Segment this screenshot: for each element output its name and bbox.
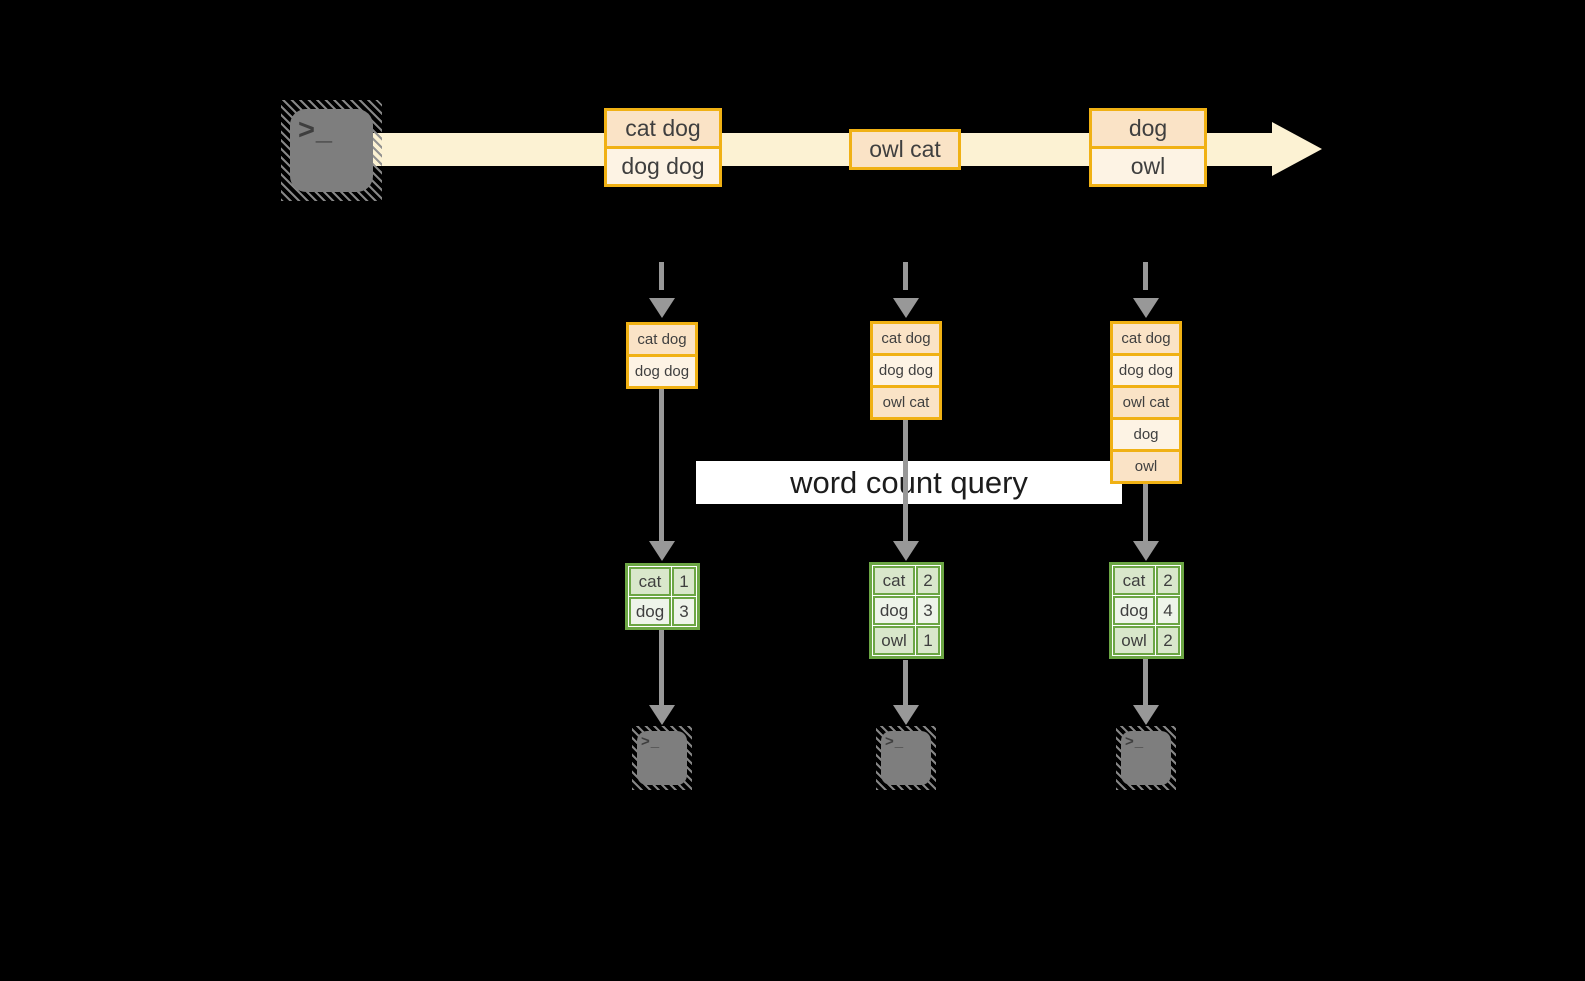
terminal-body — [881, 731, 931, 785]
count-word: dog — [629, 597, 671, 626]
input-state-box-2: cat dog dog dog owl cat — [870, 321, 942, 420]
sink-terminal-icon: >_ — [1116, 726, 1176, 790]
stream-arrowhead-icon — [1272, 122, 1322, 176]
state-line: cat dog — [1110, 321, 1182, 356]
result-arrow — [649, 630, 675, 725]
state-line: cat dog — [870, 321, 942, 356]
terminal-body — [290, 109, 373, 192]
prompt-glyph: >_ — [885, 733, 905, 750]
count-value: 2 — [1156, 566, 1180, 595]
count-value: 4 — [1156, 596, 1180, 625]
state-line: dog dog — [1110, 353, 1182, 388]
stream-event-line: owl — [1089, 146, 1207, 187]
prompt-glyph: >_ — [298, 114, 334, 146]
count-value: 3 — [672, 597, 696, 626]
query-arrow — [1133, 482, 1159, 561]
ingest-arrow-dashed — [1133, 260, 1159, 320]
result-arrow — [893, 660, 919, 725]
terminal-body — [1121, 731, 1171, 785]
prompt-glyph: >_ — [1125, 733, 1145, 750]
query-banner-label: word count query — [790, 464, 1028, 500]
count-word: cat — [1113, 566, 1155, 595]
terminal-body — [637, 731, 687, 785]
sink-terminal-icon: >_ — [632, 726, 692, 790]
ingest-arrow-dashed — [893, 260, 919, 320]
count-word: owl — [1113, 626, 1155, 655]
stream-event-line: cat dog — [604, 108, 722, 149]
count-word: owl — [873, 626, 915, 655]
query-arrow — [649, 387, 675, 561]
input-state-box-1: cat dog dog dog — [626, 322, 698, 389]
count-word: cat — [629, 567, 671, 596]
source-terminal-icon: >_ — [281, 100, 382, 201]
ingest-arrow-dashed — [649, 260, 675, 320]
state-line: dog dog — [626, 354, 698, 389]
stream-event-line: dog — [1089, 108, 1207, 149]
query-arrow — [893, 415, 919, 561]
count-table-3: cat 2 dog 4 owl 2 — [1109, 562, 1184, 659]
stream-event-box-3: dog owl — [1089, 108, 1207, 187]
count-table-1: cat 1 dog 3 — [625, 563, 700, 630]
count-value: 2 — [916, 566, 940, 595]
count-value: 3 — [916, 596, 940, 625]
stream-event-box-2: owl cat — [849, 129, 961, 170]
state-line: owl cat — [1110, 385, 1182, 420]
count-value: 1 — [672, 567, 696, 596]
stream-event-box-1: cat dog dog dog — [604, 108, 722, 187]
state-line: owl cat — [870, 385, 942, 420]
state-line: owl — [1110, 449, 1182, 484]
count-word: dog — [1113, 596, 1155, 625]
count-value: 1 — [916, 626, 940, 655]
sink-terminal-icon: >_ — [876, 726, 936, 790]
prompt-glyph: >_ — [641, 733, 661, 750]
result-arrow — [1133, 659, 1159, 725]
count-word: dog — [873, 596, 915, 625]
input-state-box-3: cat dog dog dog owl cat dog owl — [1110, 321, 1182, 484]
count-value: 2 — [1156, 626, 1180, 655]
count-table-2: cat 2 dog 3 owl 1 — [869, 562, 944, 659]
state-line: cat dog — [626, 322, 698, 357]
stream-event-line: owl cat — [849, 129, 961, 170]
stream-event-line: dog dog — [604, 146, 722, 187]
state-line: dog dog — [870, 353, 942, 388]
count-word: cat — [873, 566, 915, 595]
query-banner: word count query — [696, 461, 1122, 504]
state-line: dog — [1110, 417, 1182, 452]
